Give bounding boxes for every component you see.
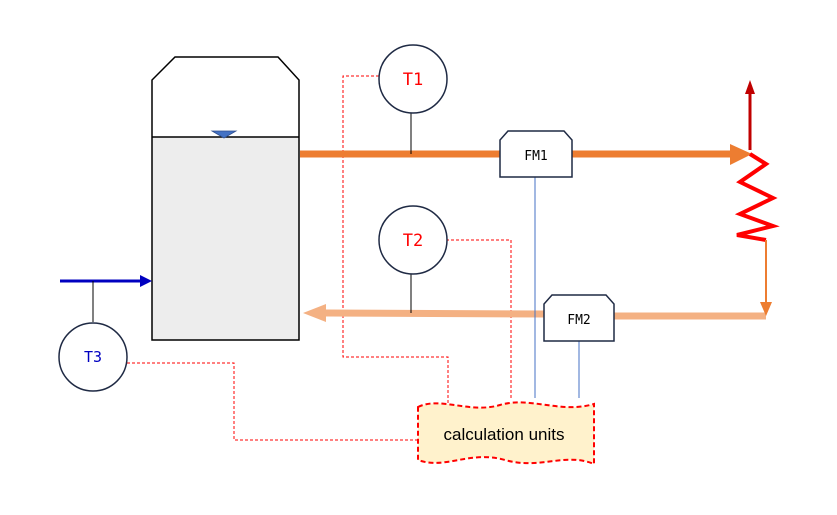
- inlet-arrowhead: [140, 275, 152, 287]
- calculation-units-box: [417, 401, 595, 466]
- heater-coil: [734, 80, 780, 316]
- storage-tank: [151, 56, 300, 341]
- flow-meter-fm2: FM2: [543, 294, 615, 342]
- t2-label: T2: [403, 231, 423, 251]
- t1-label: T1: [403, 70, 423, 90]
- hot-pipe-arrowhead: [730, 144, 752, 165]
- temperature-sensor-t3: T3: [58, 322, 128, 392]
- outlet-vent-arrowhead: [745, 80, 755, 94]
- flow-signal-lines: [534, 177, 580, 398]
- flow-meter-fm1: FM1: [499, 130, 573, 178]
- fm1-box: [499, 130, 573, 178]
- t2-circle: [378, 205, 448, 275]
- calculation-units: calculation units: [417, 401, 595, 466]
- sensor-stems: [92, 113, 412, 322]
- t1-signal-line: [342, 75, 449, 408]
- fm2-label: FM2: [567, 313, 590, 328]
- t1-circle: [378, 44, 448, 114]
- calculation-units-label: calculation units: [444, 425, 565, 444]
- t2-signal-line: [446, 239, 512, 398]
- t3-signal-line: [127, 362, 418, 441]
- return-pipe: [303, 304, 766, 322]
- temperature-sensor-t2: T2: [378, 205, 448, 275]
- inlet-pipe: [60, 275, 152, 287]
- t3-circle: [58, 322, 128, 392]
- temperature-sensor-t1: T1: [378, 44, 448, 114]
- tank-liquid: [152, 137, 299, 340]
- fm1-label: FM1: [524, 149, 547, 164]
- tank-outline: [151, 56, 300, 341]
- temperature-signal-lines: [127, 75, 512, 441]
- t3-label: T3: [84, 348, 102, 366]
- heater-zigzag: [734, 152, 780, 242]
- fm2-box: [543, 294, 615, 342]
- hot-supply-pipe: [300, 144, 752, 165]
- return-pipe-segment-2: [325, 309, 545, 318]
- return-pipe-arrowhead: [303, 304, 326, 322]
- level-indicator-icon: [210, 130, 238, 139]
- heater-outlet-arrowhead: [760, 302, 772, 316]
